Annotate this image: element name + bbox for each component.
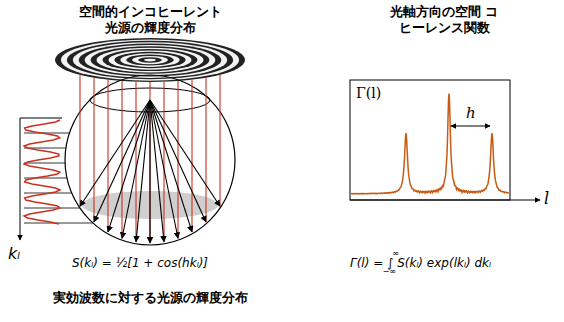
arrow xyxy=(136,100,150,242)
plot-frame xyxy=(350,80,510,200)
arrow xyxy=(94,100,150,222)
ring xyxy=(144,59,156,62)
ring xyxy=(103,49,198,71)
ray xyxy=(205,78,206,222)
arrow xyxy=(150,100,192,232)
integral-limit: −∞ xyxy=(383,267,396,277)
ray xyxy=(93,78,94,222)
l-axis xyxy=(350,200,540,201)
caption: 実効波数に対する光源の輝度分布 xyxy=(30,290,270,306)
light-rays xyxy=(80,75,220,243)
ring xyxy=(138,57,162,63)
dimension-label: h xyxy=(466,104,476,122)
ray xyxy=(219,75,220,206)
arrow xyxy=(150,100,206,222)
sphere-outline xyxy=(65,75,235,245)
integral-limit: ∞ xyxy=(392,249,399,259)
panel-title: 空間的インコヒーレント 光源の輝度分布 xyxy=(75,4,225,35)
arrow xyxy=(149,100,150,243)
ray xyxy=(191,80,192,232)
ring xyxy=(91,46,210,74)
ray xyxy=(163,82,164,242)
panel-title: 光軸方向の空間 コヒーレンス関数 xyxy=(385,4,503,35)
ray xyxy=(107,80,108,232)
axis-label: l xyxy=(544,189,549,208)
ring xyxy=(126,55,174,66)
ring xyxy=(85,45,216,75)
h-dimension xyxy=(451,126,490,127)
ring xyxy=(79,44,222,77)
arrow xyxy=(150,100,220,206)
formula: Γ(l) = ∫ S(kₗ) exp(lkₗ) dkₗ xyxy=(350,256,491,270)
arrow xyxy=(122,100,150,238)
coherence-curve xyxy=(351,93,509,193)
axis-label: Γ(l) xyxy=(356,85,381,102)
wave-vector-arrows xyxy=(80,100,220,243)
ring xyxy=(114,52,185,69)
ring xyxy=(73,42,227,78)
ring xyxy=(120,53,179,67)
ring xyxy=(67,41,233,80)
axis-label: kₗ xyxy=(8,244,20,263)
projection xyxy=(24,208,80,209)
brightness-curve xyxy=(24,120,60,224)
ray xyxy=(79,75,80,206)
projection xyxy=(24,163,65,164)
ring xyxy=(97,48,204,73)
ring xyxy=(132,56,168,64)
k-axis xyxy=(20,118,62,240)
formula: S(kₗ) = ½[1 + cos(hkₗ)] xyxy=(72,256,208,270)
ray xyxy=(135,82,136,242)
ring xyxy=(108,50,191,69)
